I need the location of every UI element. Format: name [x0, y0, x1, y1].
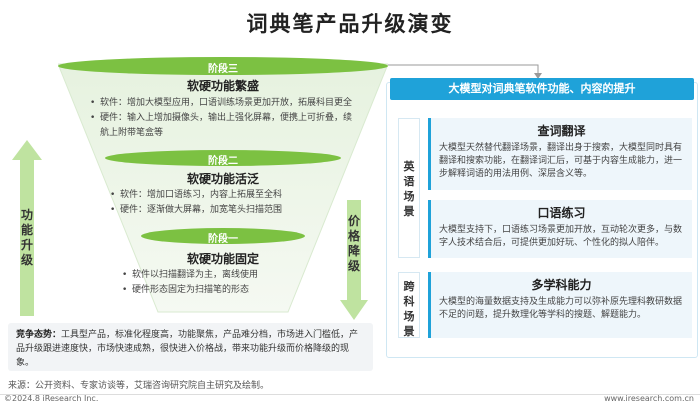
stage-three-title: 软硬功能繁盛: [186, 79, 259, 93]
competition-summary: 竞争态势：工具型产品，标准化程度高，功能聚焦，产品难分档，市场进入门槛低，产品升…: [8, 323, 373, 371]
card-title: 口语练习: [537, 206, 586, 220]
stage-one-bullet: 软件以扫描翻译为主，离线使用: [122, 268, 332, 283]
summary-text: 工具型产品，标准化程度高，功能聚焦，产品难分档，市场进入门槛低，产品升级跟进速度…: [16, 330, 359, 368]
stage-one-bullets: 软件以扫描翻译为主，离线使用 硬件形态固定为扫描笔的形态: [122, 268, 332, 298]
english-scene-tab: 英语场景: [398, 118, 420, 258]
arrow-down-icon: [340, 200, 368, 320]
feature-upgrade-label: 功能升级: [20, 208, 33, 267]
card-text: 大模型支持下，口语练习场景更加开放，互动轮次更多，与数字人技术结合后，可提供更加…: [439, 225, 683, 248]
cross-subject-tab-label: 跨科场景: [403, 280, 415, 338]
stage-two-bullets: 软件：增加口语练习，内容上拓展至全科 硬件：逐渐做大屏幕，加宽笔头扫描范围: [110, 188, 340, 218]
card-text: 大模型的海量数据支持及生成能力可以弥补原先理科教研数据不足的问题，提升数理化等学…: [439, 297, 683, 320]
stage-three-bullet: 硬件：输入上增加摄像头，输出上强化屏幕，便携上可折叠，续航上附带笔盒等: [90, 111, 354, 141]
cross-subject-tab: 跨科场景: [398, 272, 420, 338]
stage-two-bullet: 硬件：逐渐做大屏幕，加宽笔头扫描范围: [110, 203, 340, 218]
stage-one-title: 软硬功能固定: [186, 252, 259, 266]
card-text: 大模型天然替代翻译场景，翻译出身于搜索，大模型同时具有翻译和搜索功能，在翻译词汇…: [439, 143, 683, 179]
stage-three-bullet: 软件：增加大模型应用，口语训练场景更加开放，拓展科目更全: [90, 96, 354, 111]
english-scene-tab-label: 英语场景: [403, 160, 415, 218]
summary-label: 竞争态势：: [16, 330, 62, 340]
stage-two-bullet: 软件：增加口语练习，内容上拓展至全科: [110, 188, 340, 203]
source-note: 来源：公开资料、专家访谈等，艾瑞咨询研究院自主研究及绘制。: [8, 381, 270, 391]
connector-line: [388, 64, 542, 79]
card-title: 查词翻译: [537, 124, 586, 138]
stage-two-title: 软硬功能活泛: [186, 172, 259, 186]
card-multi-subject: 多学科能力 大模型的海量数据支持及生成能力可以弥补原先理科教研数据不足的问题，提…: [428, 272, 692, 338]
stage-three-bullets: 软件：增加大模型应用，口语训练场景更加开放，拓展科目更全 硬件：输入上增加摄像头…: [90, 96, 354, 141]
card-title: 多学科能力: [531, 278, 592, 292]
stage-one-bullet: 硬件形态固定为扫描笔的形态: [122, 283, 332, 298]
footer-divider: [0, 394, 700, 395]
price-downgrade-label: 价格降级: [347, 214, 360, 273]
stage-one-label: 阶段一: [208, 234, 238, 245]
stage-three-label: 阶段三: [208, 64, 238, 75]
stage-two-label: 阶段二: [208, 156, 238, 167]
website-link[interactable]: www.iresearch.com.cn: [604, 394, 694, 403]
copyright: ©2024.8 iResearch Inc.: [4, 394, 99, 403]
card-oral-practice: 口语练习 大模型支持下，口语练习场景更加开放，互动轮次更多，与数字人技术结合后，…: [428, 200, 692, 258]
page-title: 词典笔产品升级演变: [246, 12, 454, 36]
panel-header: 大模型对词典笔软件功能、内容的提升: [390, 78, 694, 100]
card-lookup-translate: 查词翻译 大模型天然替代翻译场景，翻译出身于搜索，大模型同时具有翻译和搜索功能，…: [428, 118, 692, 190]
arrow-up-icon: [12, 140, 42, 316]
